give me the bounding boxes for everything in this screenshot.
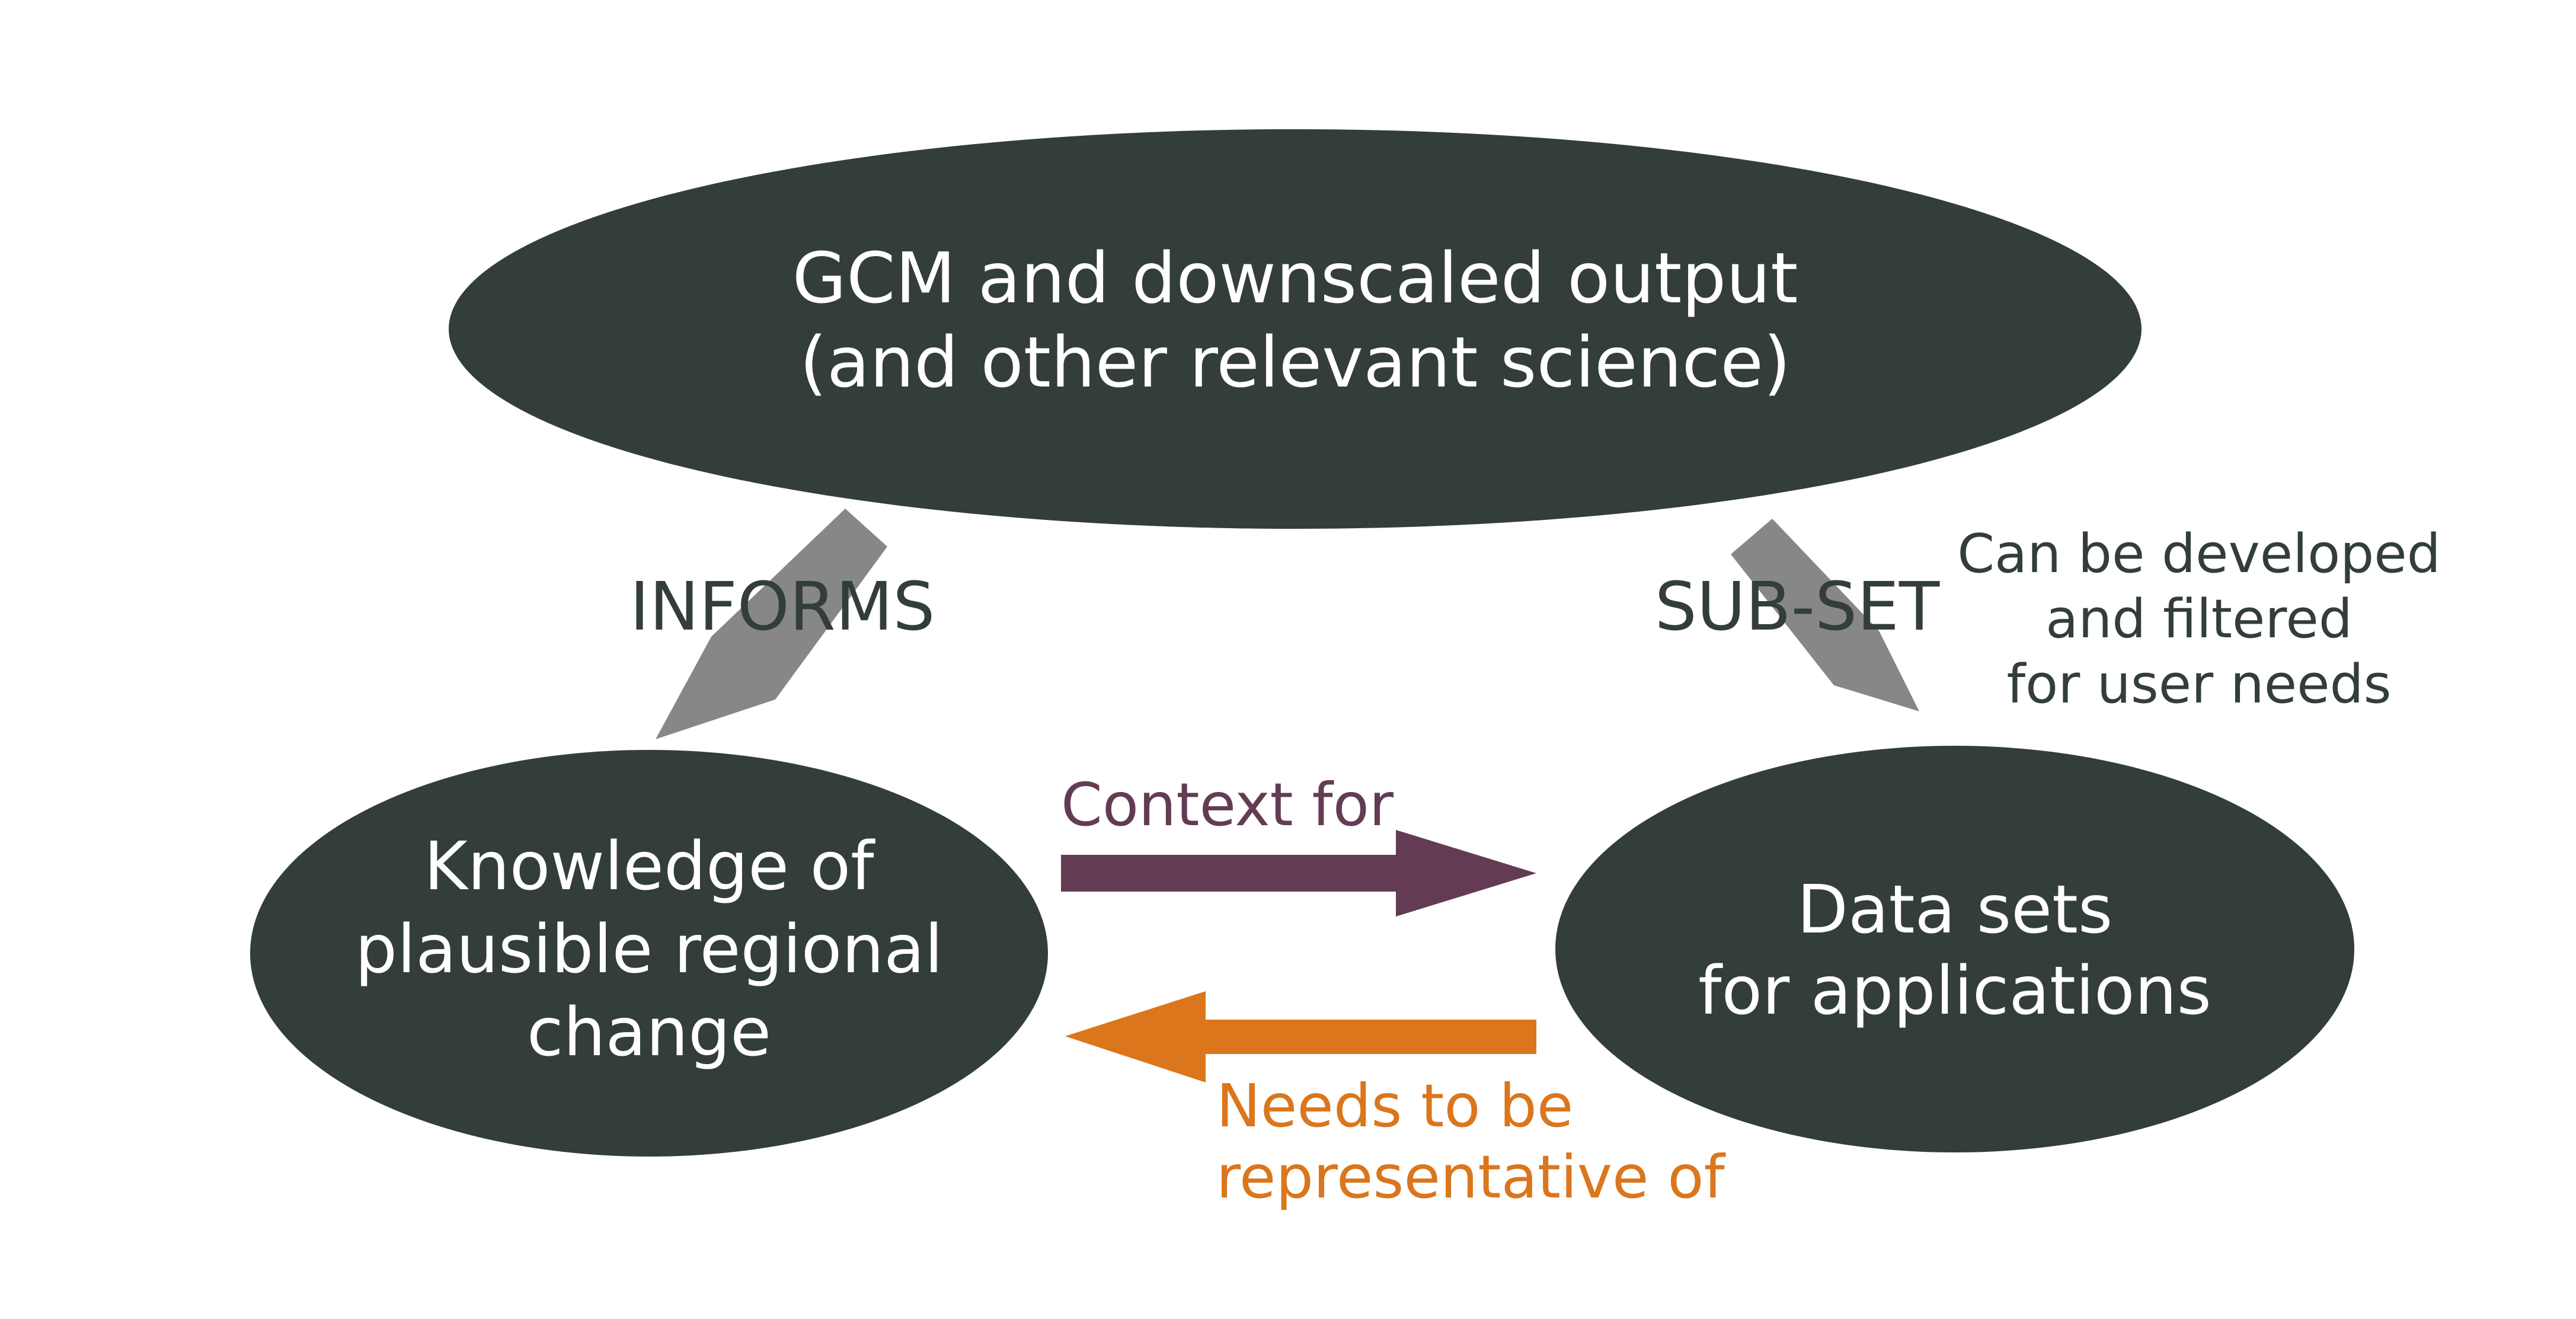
gcm-node: GCM and downscaled output (and other rel… — [449, 129, 2142, 529]
context-for-arrow — [1061, 830, 1536, 916]
subset-label: SUB-SET — [1655, 569, 1940, 646]
datasets-label-line1: Data sets — [1797, 871, 2113, 948]
needs-label-line1: Needs to be — [1216, 1071, 1573, 1141]
note-line2: and filtered — [2046, 588, 2353, 650]
knowledge-node: Knowledge of plausible regional change — [250, 750, 1048, 1157]
gcm-label-line1: GCM and downscaled output — [792, 237, 1798, 319]
note-line1: Can be developed — [1957, 523, 2441, 585]
needs-arrow — [1065, 991, 1536, 1082]
datasets-label-line2: for applications — [1698, 953, 2211, 1030]
knowledge-label-line3: change — [527, 994, 771, 1071]
subset-arrow — [1731, 519, 1919, 711]
datasets-node: Data sets for applications — [1555, 746, 2354, 1152]
knowledge-label-line1: Knowledge of — [424, 828, 875, 905]
datasets-ellipse — [1555, 746, 2354, 1152]
knowledge-label-line2: plausible regional — [355, 911, 943, 988]
knowledge-ellipse — [250, 750, 1048, 1157]
note-line3: for user needs — [2006, 653, 2391, 716]
informs-label: INFORMS — [630, 569, 935, 646]
gcm-label-line2: (and other relevant science) — [800, 321, 1791, 403]
user-needs-note: Can be developed and filtered for user n… — [1957, 523, 2441, 716]
context-for-label: Context for — [1061, 770, 1394, 839]
informs-arrow — [656, 509, 887, 739]
needs-label-line2: representative of — [1216, 1142, 1727, 1212]
gcm-ellipse — [449, 129, 2142, 529]
